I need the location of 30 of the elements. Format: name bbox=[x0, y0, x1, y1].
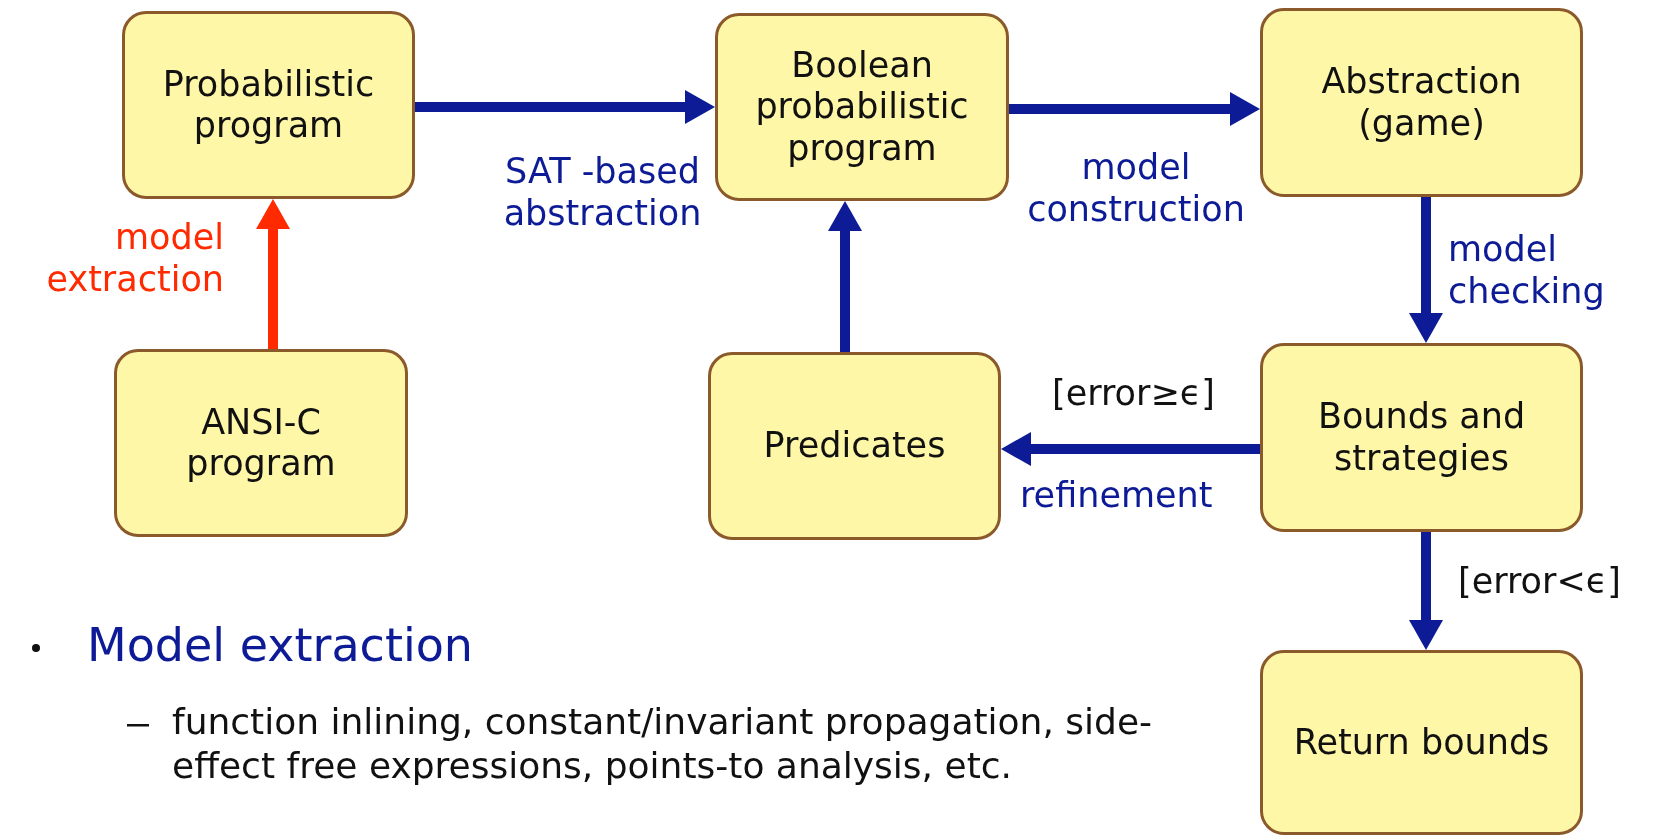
bullet-text: function inlining, constant/invariant propagation, side-effect free expressions, points-to analysis, etc. bbox=[172, 700, 1154, 788]
process-box bbox=[114, 349, 408, 537]
box-label: Boolean probabilistic program bbox=[754, 45, 970, 169]
box-label: ANSI-C program bbox=[185, 401, 337, 485]
box-label: Probabilistic program bbox=[161, 63, 376, 147]
box-label: Abstraction (game) bbox=[1320, 61, 1523, 144]
edge-label: model checking bbox=[1448, 228, 1606, 312]
box-label: Bounds and strategies bbox=[1316, 396, 1527, 479]
process-box bbox=[1260, 8, 1583, 197]
arrow bbox=[1009, 92, 1260, 126]
process-box bbox=[1260, 343, 1583, 532]
bullet-heading: Model extraction bbox=[87, 618, 474, 674]
process-box bbox=[1260, 650, 1583, 835]
arrow bbox=[1409, 197, 1443, 343]
edge-label: refinement bbox=[1020, 474, 1214, 516]
condition-label: [error<ϵ] bbox=[1458, 560, 1622, 602]
condition-label: [error≥ϵ] bbox=[1052, 372, 1216, 414]
arrow bbox=[415, 90, 715, 124]
process-box bbox=[715, 13, 1009, 201]
process-box bbox=[122, 11, 415, 199]
edge-label: SAT -based abstraction bbox=[502, 150, 703, 234]
arrow bbox=[1001, 432, 1260, 466]
arrow bbox=[1409, 532, 1443, 650]
arrow bbox=[256, 199, 290, 349]
arrow bbox=[828, 201, 862, 352]
edge-label: model extraction bbox=[45, 216, 224, 300]
edge-label: model construction bbox=[1026, 146, 1246, 230]
box-label: Return bounds bbox=[1292, 721, 1551, 764]
process-box bbox=[708, 352, 1001, 540]
box-label: Predicates bbox=[762, 425, 947, 467]
